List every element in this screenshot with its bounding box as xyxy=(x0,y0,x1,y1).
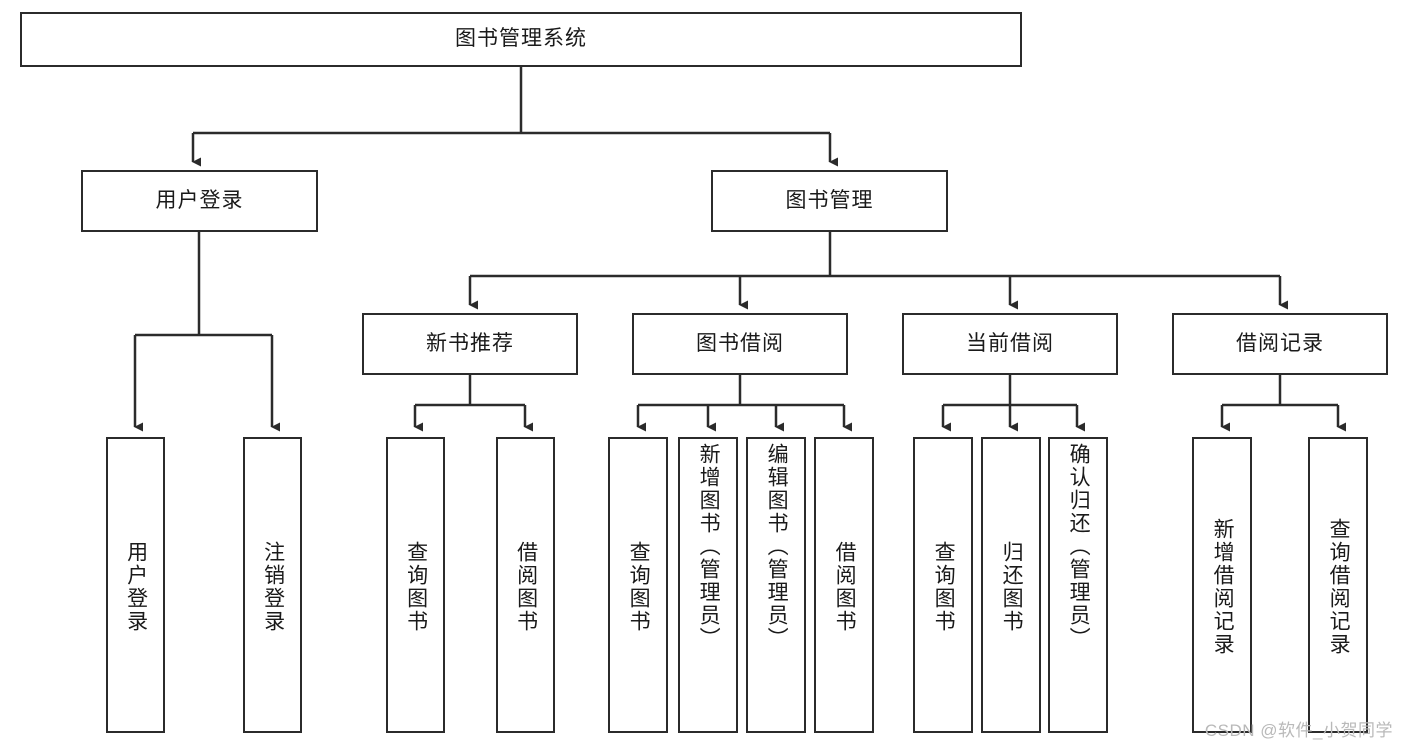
leaf-book-borrow-borrow-book[interactable]: 借阅图书 xyxy=(814,437,874,733)
node-label: 查询图书 xyxy=(932,541,956,633)
node-label: 查询借阅记录 xyxy=(1327,518,1351,656)
node-label: 图书管理 xyxy=(785,188,874,212)
node-label: 借阅图书 xyxy=(514,541,538,633)
leaf-new-book-query-book[interactable]: 查询图书 xyxy=(386,437,445,733)
node-label: 新书推荐 xyxy=(426,331,514,355)
node-label: 当前借阅 xyxy=(966,331,1054,355)
node-label: 查询图书 xyxy=(627,541,651,633)
node-label: 编辑图书（管理员） xyxy=(765,443,789,650)
node-book-management[interactable]: 图书管理 xyxy=(711,170,948,232)
node-book-borrow[interactable]: 图书借阅 xyxy=(632,313,848,375)
node-borrow-record[interactable]: 借阅记录 xyxy=(1172,313,1388,375)
node-label: 确认归还（管理员） xyxy=(1067,443,1091,650)
node-label: 用户登录 xyxy=(124,541,148,633)
node-label: 查询图书 xyxy=(404,541,428,633)
leaf-new-book-borrow-book[interactable]: 借阅图书 xyxy=(496,437,555,733)
node-root-book-management-system[interactable]: 图书管理系统 xyxy=(20,12,1022,67)
node-label: 图书管理系统 xyxy=(455,27,587,51)
leaf-current-borrow-query-book[interactable]: 查询图书 xyxy=(913,437,973,733)
leaf-book-borrow-edit-book-admin[interactable]: 编辑图书（管理员） xyxy=(746,437,806,733)
node-label: 注销登录 xyxy=(261,541,285,633)
leaf-book-borrow-query-book[interactable]: 查询图书 xyxy=(608,437,668,733)
leaf-current-borrow-confirm-return-admin[interactable]: 确认归还（管理员） xyxy=(1048,437,1108,733)
node-label: 归还图书 xyxy=(1000,541,1024,633)
leaf-user-login-logout[interactable]: 注销登录 xyxy=(243,437,302,733)
leaf-book-borrow-add-book-admin[interactable]: 新增图书（管理员） xyxy=(678,437,738,733)
csdn-watermark: CSDN @软件_小贺同学 xyxy=(1204,721,1393,740)
leaf-borrow-record-add-record[interactable]: 新增借阅记录 xyxy=(1192,437,1252,733)
leaf-user-login-login[interactable]: 用户登录 xyxy=(106,437,165,733)
node-label: 新增借阅记录 xyxy=(1211,518,1235,656)
node-label: 用户登录 xyxy=(155,188,244,212)
node-label: 借阅记录 xyxy=(1236,331,1324,355)
leaf-current-borrow-return-book[interactable]: 归还图书 xyxy=(981,437,1041,733)
node-user-login[interactable]: 用户登录 xyxy=(81,170,318,232)
node-label: 图书借阅 xyxy=(696,331,784,355)
leaf-borrow-record-query-record[interactable]: 查询借阅记录 xyxy=(1308,437,1368,733)
node-label: 借阅图书 xyxy=(833,541,857,633)
node-new-book-recommend[interactable]: 新书推荐 xyxy=(362,313,578,375)
node-label: 新增图书（管理员） xyxy=(697,443,721,650)
node-current-borrow[interactable]: 当前借阅 xyxy=(902,313,1118,375)
